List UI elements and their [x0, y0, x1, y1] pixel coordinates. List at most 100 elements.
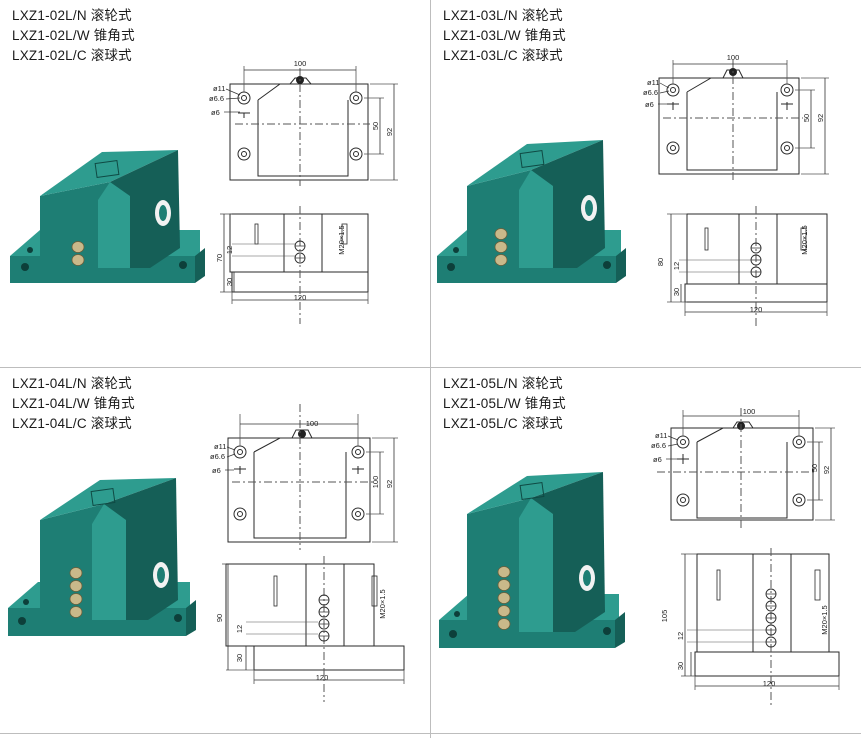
dim-step: 12	[225, 246, 234, 254]
switch-housing	[437, 140, 626, 283]
contact-button	[71, 254, 85, 266]
contact-button	[497, 566, 511, 578]
model-name: LXZ1-02L/W 锥角式	[12, 28, 135, 43]
contact-button	[69, 606, 83, 618]
dim-step: 12	[672, 262, 681, 270]
dim-thread: M20×1.5	[820, 605, 829, 634]
top-view: 100 50 92 ø11 ø6.6 ø6	[209, 59, 398, 186]
model-list: LXZ1-04L/N 滚轮式 LXZ1-04L/W 锥角式 LXZ1-04L/C…	[12, 374, 135, 434]
dim-hole-mid: ø6.6	[209, 94, 224, 103]
model-name: LXZ1-02L/C 滚球式	[12, 48, 132, 63]
product-photo	[10, 150, 205, 283]
dim-mount: 50	[810, 464, 819, 472]
side-view: 105 30 12 M20×1.5 120	[660, 548, 840, 708]
horizontal-divider	[0, 367, 861, 368]
dim-base: 30	[672, 288, 681, 296]
terminal-circles	[765, 588, 777, 648]
side-view: 80 30 12 M20×1.5 120	[656, 206, 828, 328]
dim-depth: 92	[385, 128, 394, 136]
dim-base: 30	[676, 662, 685, 670]
dim-step: 12	[235, 625, 244, 633]
contact-buttons	[69, 567, 83, 618]
product-cell-lxz1-03: LXZ1-03L/N 滚轮式 LXZ1-03L/W 锥角式 LXZ1-03L/C…	[431, 0, 861, 367]
contact-button	[494, 228, 508, 240]
product-photo	[8, 478, 196, 636]
dimension-drawing: 100 50 92 ø11 ø6.6 ø6	[651, 407, 840, 708]
dimension-drawing: 100 50 92 ø11 ø6.6 ø6	[209, 59, 398, 324]
product-cell-lxz1-02: LXZ1-02L/N 滚轮式 LXZ1-02L/W 锥角式 LXZ1-02L/C…	[0, 0, 430, 367]
dim-hole-outer: ø11	[647, 78, 659, 87]
model-list: LXZ1-05L/N 滚轮式 LXZ1-05L/W 锥角式 LXZ1-05L/C…	[443, 374, 566, 434]
model-name: LXZ1-03L/N 滚轮式	[443, 8, 563, 23]
dim-thread: M20×1.5	[378, 589, 387, 618]
side-view: 70 30 12 M20×1.5 120	[215, 206, 369, 324]
top-view: 100 50 92 ø11 ø6.6 ø6	[643, 53, 829, 182]
model-name: LXZ1-05L/N 滚轮式	[443, 376, 563, 391]
dim-length: 120	[763, 679, 776, 688]
dim-height: 80	[656, 258, 665, 266]
model-name: LXZ1-05L/W 锥角式	[443, 396, 566, 411]
dim-length: 120	[316, 673, 329, 682]
contact-button	[69, 593, 83, 605]
contact-buttons	[494, 228, 508, 266]
dim-thread: M20×1.5	[800, 225, 809, 254]
dim-height: 90	[215, 614, 224, 622]
model-list: LXZ1-02L/N 滚轮式 LXZ1-02L/W 锥角式 LXZ1-02L/C…	[12, 6, 135, 66]
dim-hole-outer: ø11	[655, 431, 667, 440]
model-name: LXZ1-03L/C 滚球式	[443, 48, 563, 63]
bottom-divider	[0, 733, 861, 734]
dim-height: 70	[215, 254, 224, 262]
dim-depth: 92	[385, 480, 394, 488]
contact-button	[497, 605, 511, 617]
dim-base: 30	[225, 278, 234, 286]
terminal-circles	[318, 594, 330, 642]
dim-length: 120	[750, 305, 763, 314]
contact-button	[497, 579, 511, 591]
model-list: LXZ1-03L/N 滚轮式 LXZ1-03L/W 锥角式 LXZ1-03L/C…	[443, 6, 566, 66]
model-name: LXZ1-04L/N 滚轮式	[12, 376, 132, 391]
contact-button	[494, 241, 508, 253]
dim-depth: 92	[816, 114, 825, 122]
terminal-circles	[750, 242, 762, 278]
dim-mount: 100	[371, 476, 380, 489]
vertical-divider	[430, 0, 431, 738]
contact-buttons	[71, 241, 85, 266]
model-name: LXZ1-05L/C 滚球式	[443, 416, 563, 431]
dim-mount: 50	[802, 114, 811, 122]
dim-hole-inner: ø6	[653, 455, 662, 464]
dim-base: 30	[235, 654, 244, 662]
dim-mount: 50	[371, 122, 380, 130]
dim-length: 120	[294, 293, 307, 302]
contact-button	[497, 592, 511, 604]
dim-step: 12	[676, 632, 685, 640]
dim-hole-mid: ø6.6	[643, 88, 658, 97]
model-name: LXZ1-04L/W 锥角式	[12, 396, 135, 411]
dim-hole-mid: ø6.6	[651, 441, 666, 450]
dim-hole-outer: ø11	[213, 84, 225, 93]
product-cell-lxz1-04: LXZ1-04L/N 滚轮式 LXZ1-04L/W 锥角式 LXZ1-04L/C…	[0, 368, 430, 735]
switch-housing	[8, 478, 196, 636]
top-view: 100 50 92 ø11 ø6.6 ø6	[651, 407, 835, 530]
contact-button	[69, 580, 83, 592]
dim-hole-inner: ø6	[211, 108, 220, 117]
model-name: LXZ1-02L/N 滚轮式	[12, 8, 132, 23]
product-cell-lxz1-05: LXZ1-05L/N 滚轮式 LXZ1-05L/W 锥角式 LXZ1-05L/C…	[431, 368, 861, 735]
dim-thread: M20×1.5	[337, 225, 346, 254]
contact-buttons	[497, 566, 511, 630]
dim-depth: 92	[822, 466, 831, 474]
dimension-drawing: 100 50 92 ø11 ø6.6 ø6	[643, 53, 829, 328]
dim-hole-mid: ø6.6	[210, 452, 225, 461]
product-photo	[437, 140, 626, 283]
contact-button	[69, 567, 83, 579]
dim-hole-outer: ø11	[214, 442, 226, 451]
switch-housing	[439, 472, 625, 648]
dim-width: 100	[727, 53, 740, 62]
dim-width: 100	[743, 407, 756, 416]
model-name: LXZ1-03L/W 锥角式	[443, 28, 566, 43]
contact-button	[497, 618, 511, 630]
switch-housing	[10, 150, 205, 283]
top-view: 100 100 92 ø11 ø6.6 ø6	[210, 404, 398, 550]
contact-button	[494, 254, 508, 266]
dim-width: 100	[306, 419, 319, 428]
